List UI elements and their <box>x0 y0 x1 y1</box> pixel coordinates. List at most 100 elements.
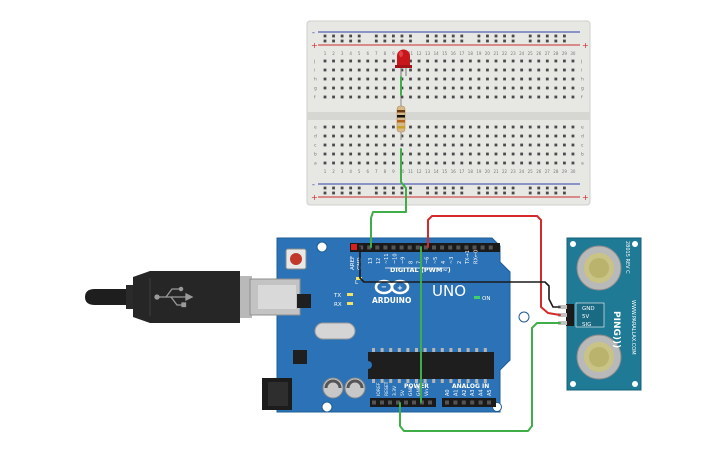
breadboard-hole <box>460 68 464 72</box>
breadboard-hole <box>366 77 370 81</box>
breadboard-hole <box>503 125 506 129</box>
breadboard-hole <box>392 86 395 90</box>
rail-plus-right-top: + <box>582 41 589 50</box>
breadboard-hole <box>374 95 378 99</box>
ic-pin <box>423 379 427 383</box>
column-label: 16 <box>451 169 457 174</box>
rail-minus-left-top: - <box>312 28 315 37</box>
breadboard-hole <box>460 161 464 165</box>
rail-hole <box>528 186 532 190</box>
breadboard-hole <box>451 77 455 81</box>
breadboard-hole <box>340 134 344 138</box>
breadboard-hole <box>434 68 438 72</box>
breadboard-hole <box>451 161 455 165</box>
breadboard-hole <box>537 68 541 72</box>
on-label: ON <box>482 296 490 302</box>
analog-pin-label: A0 <box>445 389 451 396</box>
breadboard-hole <box>503 152 506 156</box>
column-label: 10 <box>399 169 405 174</box>
digital-pin-label: 12 <box>376 258 382 264</box>
digital-pin-label: 2 <box>457 261 463 264</box>
breadboard-hole <box>511 77 515 81</box>
breadboard-hole <box>323 134 327 138</box>
column-label: 27 <box>545 51 551 56</box>
rail-hole <box>323 186 327 190</box>
breadboard-hole <box>545 77 549 81</box>
breadboard-hole <box>451 95 455 99</box>
arduino-brand: ARDUINO <box>372 296 411 305</box>
breadboard-holes <box>323 34 575 195</box>
breadboard-hole <box>503 68 506 72</box>
rail-hole <box>374 34 378 38</box>
breadboard-hole <box>349 68 353 72</box>
column-label: 17 <box>459 169 465 174</box>
breadboard-hole <box>417 134 421 138</box>
breadboard-hole <box>366 161 370 165</box>
breadboard-hole <box>545 134 549 138</box>
breadboard-hole <box>417 59 421 63</box>
breadboard-hole <box>468 95 472 99</box>
breadboard-hole <box>563 134 566 138</box>
row-label: e <box>314 126 317 131</box>
breadboard-hole <box>383 68 387 72</box>
breadboard-hole <box>340 152 344 156</box>
header-hole <box>478 400 483 405</box>
breadboard-hole <box>374 86 378 90</box>
breadboard-hole <box>494 68 498 72</box>
breadboard-hole <box>554 59 558 63</box>
ic-pin <box>389 348 393 352</box>
breadboard-hole <box>400 68 404 72</box>
column-label: 26 <box>536 51 542 56</box>
breadboard-hole <box>349 125 353 129</box>
breadboard-hole <box>374 143 378 147</box>
analog-label: ANALOG IN <box>452 383 489 390</box>
breadboard-hole <box>511 134 515 138</box>
rail-hole <box>477 39 481 43</box>
header-hole <box>407 245 412 250</box>
breadboard-hole <box>494 134 498 138</box>
ic-pin <box>483 379 487 383</box>
breadboard-hole <box>460 134 464 138</box>
breadboard-hole <box>349 143 353 147</box>
breadboard-hole <box>443 77 447 81</box>
row-label: b <box>581 152 584 158</box>
breadboard-hole <box>545 143 549 147</box>
rail-hole <box>332 191 335 195</box>
breadboard-hole <box>477 143 481 147</box>
column-label: 4 <box>349 51 352 56</box>
rail-hole <box>503 186 506 190</box>
rail-hole <box>383 191 387 195</box>
breadboard-hole <box>383 161 387 165</box>
header-hole <box>399 245 404 250</box>
ic-pin <box>466 348 470 352</box>
breadboard-hole <box>340 95 344 99</box>
breadboard-hole <box>426 161 429 165</box>
breadboard-hole <box>366 134 370 138</box>
breadboard-hole <box>409 125 412 129</box>
ic-pin <box>449 348 453 352</box>
breadboard-hole <box>563 95 566 99</box>
ic-pins <box>372 348 487 383</box>
tx-label: TX <box>333 293 341 299</box>
rail-hole <box>443 191 447 195</box>
breadboard-hole <box>571 161 575 165</box>
header-hole <box>375 245 380 250</box>
rail-hole <box>477 34 481 38</box>
row-label: h <box>314 77 317 83</box>
breadboard-hole <box>409 95 412 99</box>
breadboard-hole <box>520 134 524 138</box>
rail-hole <box>460 34 464 38</box>
sensor-site: WWW.PARALLAX.COM <box>630 300 636 355</box>
breadboard-hole <box>409 161 412 165</box>
breadboard-labels: 1122334455667788991010111112121313141415… <box>313 51 584 174</box>
breadboard-hole <box>392 59 395 63</box>
rail-hole <box>349 186 353 190</box>
breadboard-hole <box>486 59 489 63</box>
breadboard-hole <box>349 86 353 90</box>
column-label: 1 <box>324 169 327 174</box>
breadboard-hole <box>486 134 489 138</box>
column-label: 25 <box>528 51 534 56</box>
breadboard-hole <box>528 143 532 147</box>
